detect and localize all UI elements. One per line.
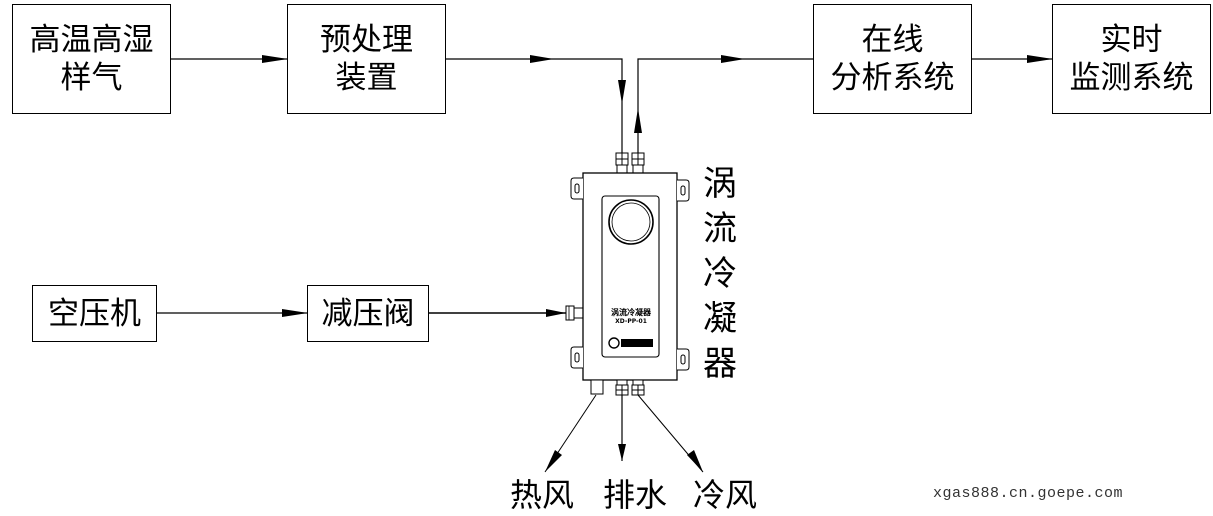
node-label-line: 预处理	[320, 22, 413, 58]
drain-outlet-fitting	[615, 379, 629, 396]
node-label-line: 高温高湿	[29, 22, 154, 58]
device-name-char: 涡	[703, 164, 737, 204]
node-label-line: 装置	[335, 60, 398, 96]
device-name-char: 凝	[703, 299, 737, 339]
node-realtime-monitor: 实时 监测系统	[1052, 4, 1211, 114]
node-label-line: 样气	[60, 60, 123, 96]
edge-device-to-analysis	[637, 58, 815, 153]
device-panel-label: 涡流冷凝器	[611, 308, 651, 317]
cold-air-outlet-fitting	[631, 379, 645, 396]
output-cold-air-label: 冷风	[693, 476, 758, 514]
output-drain-label: 排水	[603, 476, 668, 514]
node-label-line: 实时	[1100, 22, 1163, 58]
device-name-vertical: 涡 流 冷 凝 器	[700, 162, 740, 387]
device-panel-model: XD-PP-01	[615, 318, 647, 325]
hot-air-outlet-fitting	[590, 379, 604, 395]
node-label-line: 在线	[861, 22, 924, 58]
node-label-line: 监测系统	[1069, 60, 1194, 96]
arrowhead-icon	[545, 450, 562, 472]
top-outlet-fitting	[631, 152, 645, 174]
arrowhead-icon	[1027, 55, 1053, 63]
node-label-line: 空压机	[48, 295, 141, 332]
arrowhead-icon	[721, 55, 745, 63]
side-inlet-fitting	[565, 305, 575, 321]
output-hot-air-label: 热风	[510, 476, 575, 514]
arrowhead-icon	[282, 309, 308, 317]
device-name-char: 流	[703, 209, 737, 249]
top-inlet-fitting	[615, 152, 629, 174]
arrowhead-icon	[546, 309, 566, 317]
arrowhead-icon	[618, 444, 626, 461]
arrowhead-icon	[618, 80, 626, 104]
node-sample-gas: 高温高湿 样气	[12, 4, 171, 114]
edge-pretreatment-to-device	[445, 58, 623, 153]
node-air-compressor: 空压机	[32, 285, 157, 342]
arrowhead-icon	[530, 55, 554, 63]
brand-logo-icon	[608, 337, 620, 349]
watermark-text: xgas888.cn.goepe.com	[933, 485, 1124, 502]
device-name-char: 器	[703, 344, 737, 384]
device-name-char: 冷	[703, 254, 737, 294]
arrowhead-icon	[687, 450, 703, 472]
node-label-line: 分析系统	[830, 60, 955, 96]
arrowhead-icon	[262, 55, 288, 63]
node-pretreatment: 预处理 装置	[287, 4, 446, 114]
vortex-condenser-body	[570, 172, 690, 381]
node-online-analysis: 在线 分析系统	[813, 4, 972, 114]
node-pressure-reducer: 减压阀	[307, 285, 429, 342]
node-label-line: 减压阀	[321, 295, 415, 332]
gauge-icon	[608, 199, 654, 245]
arrowhead-icon	[634, 108, 642, 133]
